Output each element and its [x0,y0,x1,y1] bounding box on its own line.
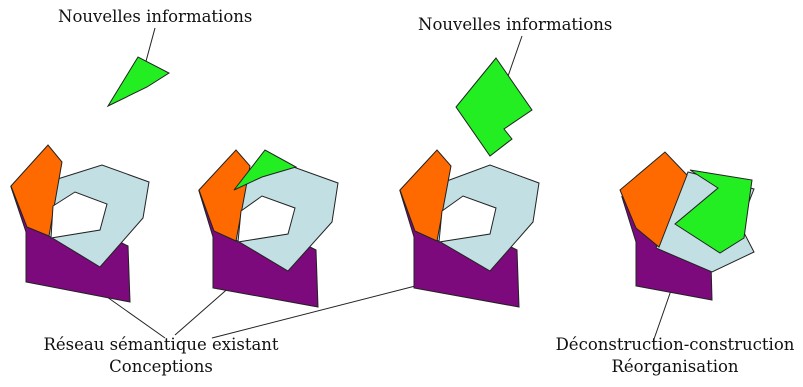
label-existing-line2: Conceptions [109,357,213,376]
network-cluster-3 [399,149,540,308]
label-existing-line1: Réseau sémantique existant [43,335,279,354]
network-cluster-1 [10,144,150,303]
new-info-piece-large [455,57,533,157]
label-new-info-left: Nouvelles informations [58,7,253,26]
green-insert-piece [233,149,298,191]
network-cluster-2 [198,149,339,308]
network-cluster-4 [619,151,755,301]
green-piece [674,169,753,254]
orange-piece [399,149,452,242]
label-existing-network: Réseau sémantique existant Conceptions [36,334,286,378]
orange-piece [198,149,251,242]
label-decon-line1: Déconstruction-construction [555,335,795,354]
connector-existing-3 [211,281,432,339]
new-info-piece-small [106,56,171,108]
white-hole [237,195,296,243]
label-decon-line2: Réorganisation [611,357,739,376]
label-new-info-right: Nouvelles informations [418,15,613,34]
label-deconstruction: Déconstruction-construction Réorganisati… [550,334,800,378]
white-hole [438,195,497,243]
connector-new-info-2 [505,35,523,83]
connector-existing-1 [99,291,166,339]
orange-piece [619,151,688,248]
white-hole [50,191,108,239]
connector-lines [99,27,684,343]
orange-piece [10,144,63,237]
